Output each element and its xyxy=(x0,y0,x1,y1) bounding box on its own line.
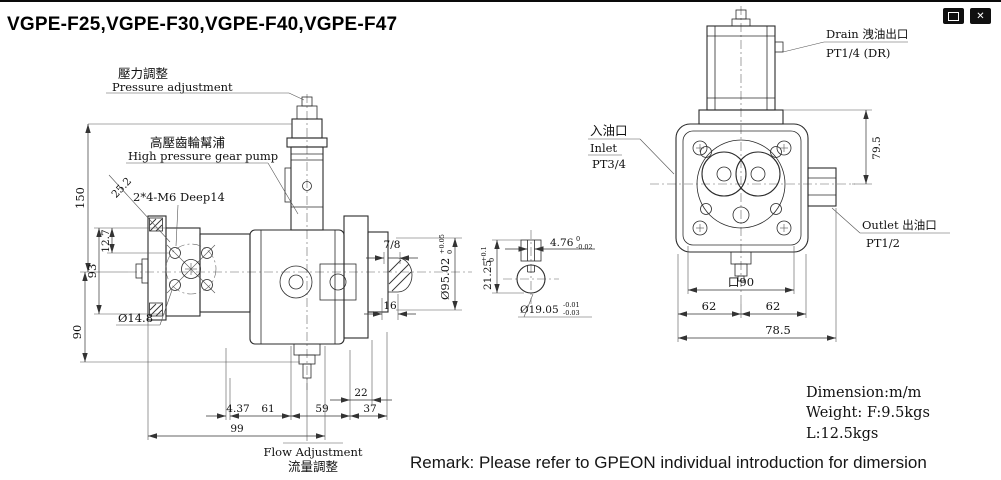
inlet-label-en: Inlet xyxy=(590,141,617,155)
maximize-button[interactable] xyxy=(943,8,964,24)
pressure-adjustment-label-zh: 壓力調整 xyxy=(118,66,169,81)
drain-port-label: PT1/4 (DR) xyxy=(826,46,890,60)
dim-overall-width: 78.5 xyxy=(765,323,791,337)
svg-text:0: 0 xyxy=(446,250,454,254)
side-view xyxy=(128,94,472,390)
shaft-section-detail: 21.25 +0.1 0 4.76 0 -0.02 Ø19.05 -0.01 -… xyxy=(480,230,595,318)
svg-text:0: 0 xyxy=(488,258,496,262)
dim-square-size: 口90 xyxy=(728,275,754,289)
dim-62-right: 62 xyxy=(766,299,781,313)
page-title: VGPE-F25,VGPE-F30,VGPE-F40,VGPE-F47 xyxy=(7,14,398,35)
dim-key-tol-lower: -0.02 xyxy=(576,243,593,251)
side-view-dimensions: 150 93 12.7 90 25.2 2*4-M6 Deep14 Ø14.8 xyxy=(70,123,462,440)
dim-hole-diameter: Ø14.8 xyxy=(118,311,153,325)
pressure-adjustment-label-en: Pressure adjustment xyxy=(112,80,233,94)
flow-adjustment-label-en: Flow Adjustment xyxy=(264,445,363,459)
callouts: 壓力調整 Pressure adjustment 高壓齒輪幫浦 High pre… xyxy=(106,27,950,474)
dim-section-height: 21.25 +0.1 0 xyxy=(480,246,496,290)
gear-pump-label-en: High pressure gear pump xyxy=(128,149,278,163)
remark-text: Remark: Please refer to GPEON individual… xyxy=(410,453,927,472)
outlet-port-label: PT1/2 xyxy=(866,236,900,250)
dim-62-left: 62 xyxy=(702,299,717,313)
svg-text:+0.1: +0.1 xyxy=(480,246,488,262)
dim-section-diameter: Ø19.05 xyxy=(520,304,559,316)
maximize-icon xyxy=(948,11,959,21)
dim-center-height: 79.5 xyxy=(871,136,883,159)
dim-overall-height: 150 xyxy=(73,187,87,209)
close-icon: ✕ xyxy=(976,10,985,22)
dim-hole-offset: 12.7 xyxy=(100,229,112,252)
dim-pilot-diameter: Ø95.02 +0.05 0 xyxy=(438,234,454,300)
outlet-label: Outlet 出油口 xyxy=(862,218,937,232)
dim-shaft-key: 7/8 xyxy=(384,239,401,251)
svg-text:Ø95.02: Ø95.02 xyxy=(438,258,452,300)
thread-note: 2*4-M6 Deep14 xyxy=(133,190,225,204)
dim-dia-tol-upper: -0.01 xyxy=(563,301,580,309)
svg-text:+0.05: +0.05 xyxy=(438,234,446,254)
dim-key-tol-upper: 0 xyxy=(576,235,580,243)
inlet-port-label: PT3/4 xyxy=(592,157,626,171)
dim-61: 61 xyxy=(261,403,274,415)
dim-key-width: 4.76 xyxy=(550,237,574,249)
dim-dia-tol-lower: -0.03 xyxy=(563,309,580,317)
dim-22: 22 xyxy=(354,387,367,399)
front-view-dimensions: 79.5 口90 62 62 78.5 xyxy=(677,109,883,342)
flow-adjustment-label-zh: 流量調整 xyxy=(288,459,339,474)
dim-bolt-diagonal: 25.2 xyxy=(109,175,134,200)
dim-59: 59 xyxy=(315,403,328,415)
dim-4-37: 4.37 xyxy=(226,403,249,415)
inlet-label-zh: 入油口 xyxy=(590,123,628,138)
weight-note: Weight: F:9.5kgs L:12.5kgs xyxy=(806,405,930,442)
svg-text:21.25: 21.25 xyxy=(482,260,494,290)
gear-pump-label-zh: 高壓齒輪幫浦 xyxy=(150,135,225,150)
drain-label: Drain 洩油出口 xyxy=(826,27,908,41)
dim-flange-height: 93 xyxy=(85,264,99,279)
window-controls: ✕ xyxy=(943,8,991,24)
notes-block: Dimension:m/m Weight: F:9.5kgs L:12.5kgs xyxy=(806,383,1001,444)
close-button[interactable]: ✕ xyxy=(970,8,991,24)
dim-99: 99 xyxy=(230,423,243,435)
front-view xyxy=(650,6,855,304)
dim-lower-height: 90 xyxy=(70,325,84,340)
dimension-unit-note: Dimension:m/m xyxy=(806,385,922,401)
dim-37: 37 xyxy=(363,403,376,415)
dim-shaft-length: 16 xyxy=(383,300,397,312)
